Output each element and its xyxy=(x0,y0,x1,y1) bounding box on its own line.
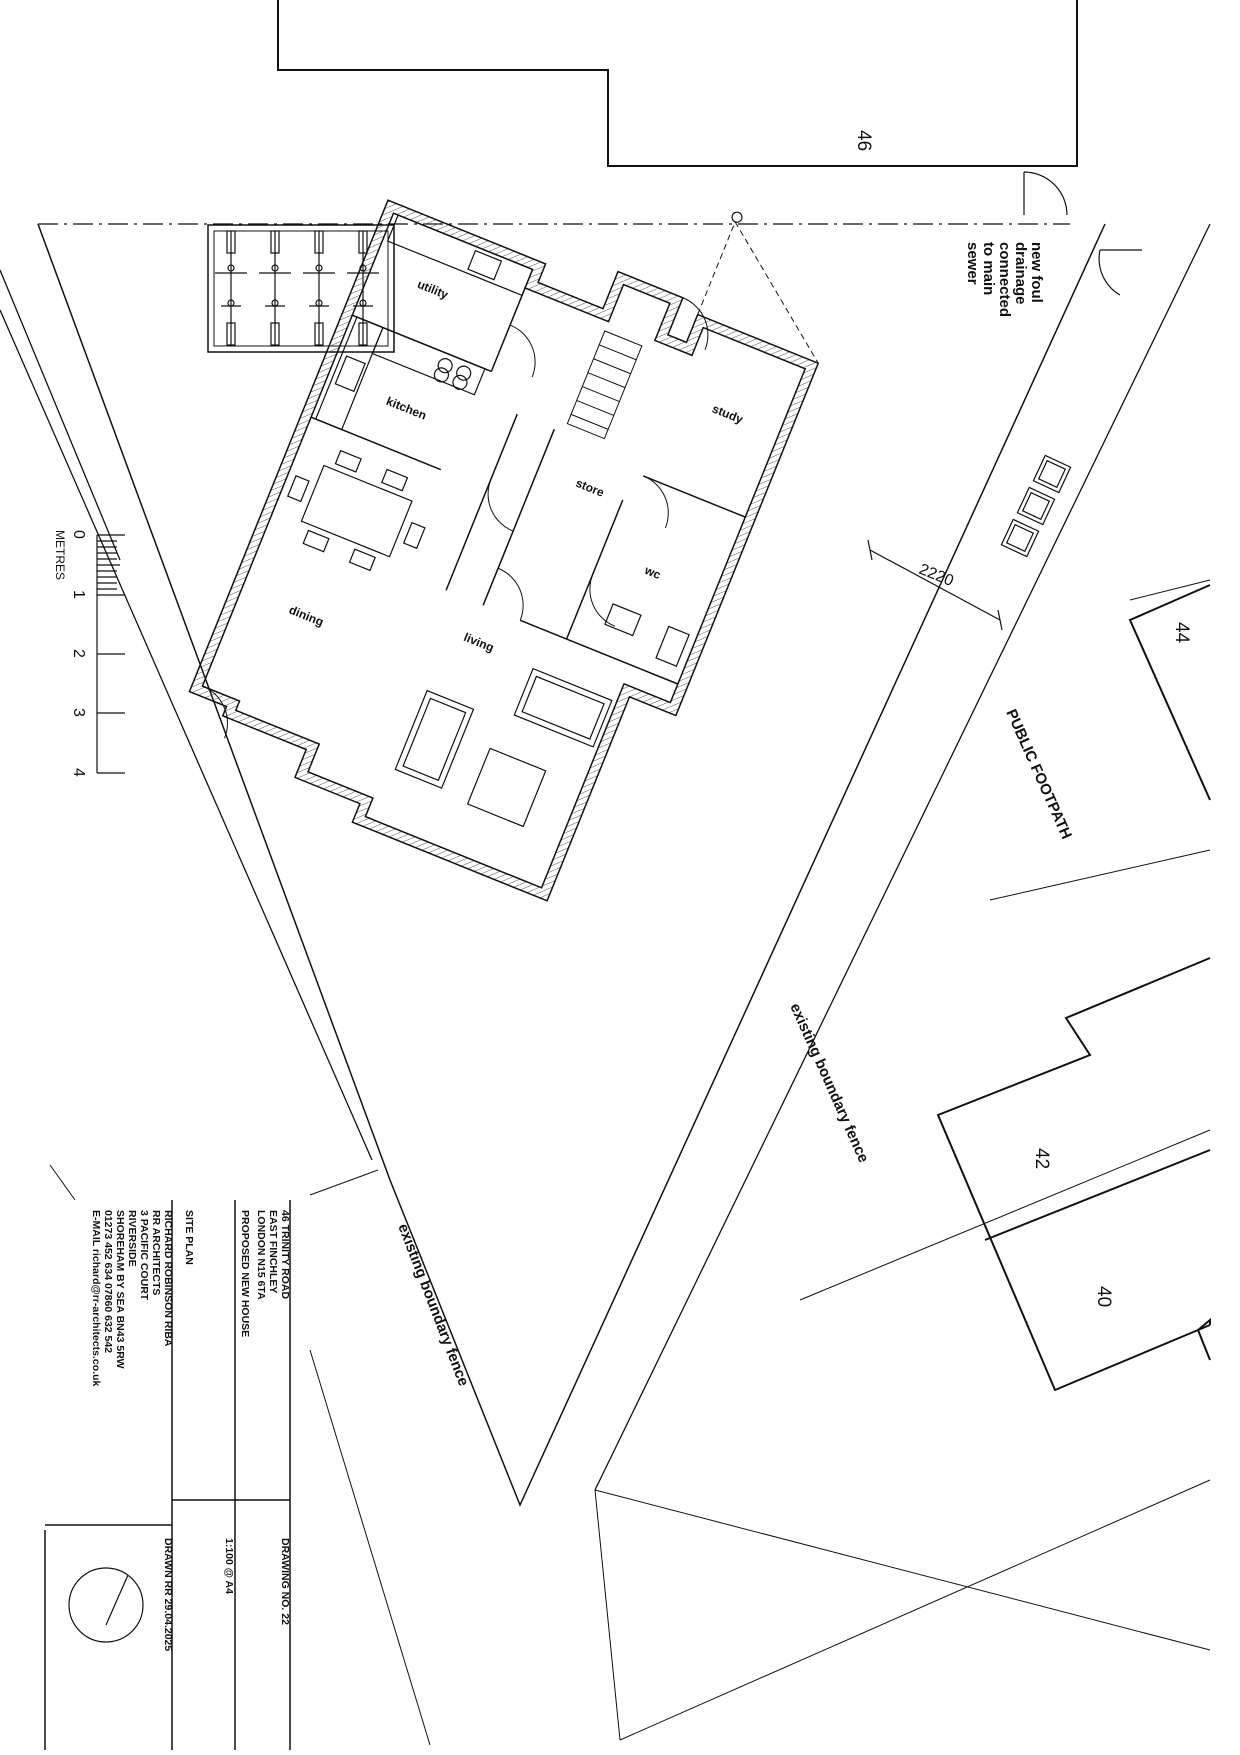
svg-text:EAST FINCHLEY: EAST FINCHLEY xyxy=(267,1210,279,1293)
footpath-edge xyxy=(0,223,1211,1491)
bike-store xyxy=(207,224,395,353)
svg-text:01273 452 634 07860 632 542: 01273 452 634 07860 632 542 xyxy=(102,1210,114,1353)
room-label-living: living xyxy=(462,630,496,655)
scale-tick-label: 3 xyxy=(70,708,87,717)
bin-icon xyxy=(1000,454,1072,558)
title-drawing-info: DRAWING NO. 22 1:100 @ A4 DRAWN RR 29.04… xyxy=(162,1538,291,1651)
title-architect: RICHARD ROBINSON RIBA RR ARCHITECTS 3 PA… xyxy=(90,1210,174,1387)
svg-text:E-MAIL richard@rr-architects.c: E-MAIL richard@rr-architects.co.uk xyxy=(90,1210,102,1387)
room-label-utility: utility xyxy=(415,277,450,302)
svg-text:DRAWING NO. 22: DRAWING NO. 22 xyxy=(279,1538,291,1625)
svg-text:to main: to main xyxy=(980,242,997,295)
svg-text:SITE PLAN: SITE PLAN xyxy=(183,1210,195,1265)
proposed-house-plan: utility study kitchen store wc dining li… xyxy=(188,199,820,902)
title-block-lines xyxy=(44,1200,291,1750)
svg-text:1:100 @ A4: 1:100 @ A4 xyxy=(223,1538,235,1594)
house-42-number: 42 xyxy=(1031,1148,1052,1169)
dimension-line xyxy=(867,539,1003,631)
house-46-outline xyxy=(277,0,1078,167)
context-lines xyxy=(49,579,1211,1746)
room-label-study: study xyxy=(710,402,745,427)
svg-text:RICHARD ROBINSON RIBA: RICHARD ROBINSON RIBA xyxy=(162,1210,174,1347)
site-boundary xyxy=(37,223,1106,1507)
room-label-wc: wc xyxy=(642,563,663,582)
room-label-dining: dining xyxy=(287,603,326,629)
footpath-label: PUBLIC FOOTPATH xyxy=(1002,707,1075,842)
fence-label-right: existing boundary fence xyxy=(786,1001,872,1166)
svg-text:new foul: new foul xyxy=(1028,242,1045,303)
door-swing-46 xyxy=(1023,171,1142,296)
scale-tick-label: 0 xyxy=(70,530,87,539)
svg-text:46 TRINITY ROAD: 46 TRINITY ROAD xyxy=(279,1210,291,1299)
north-arrow-icon xyxy=(68,1567,144,1643)
room-label-store: store xyxy=(574,476,607,500)
svg-text:RR ARCHITECTS: RR ARCHITECTS xyxy=(150,1210,162,1295)
room-label-kitchen: kitchen xyxy=(384,394,428,423)
svg-text:DRAWN RR 29.04.2025: DRAWN RR 29.04.2025 xyxy=(162,1538,174,1651)
svg-text:RIVERSIDE: RIVERSIDE xyxy=(126,1210,138,1267)
svg-text:3 PACIFIC COURT: 3 PACIFIC COURT xyxy=(138,1210,150,1301)
fence-label-left: existing boundary fence xyxy=(394,1221,472,1388)
svg-text:connected: connected xyxy=(996,242,1013,317)
house-44-number: 44 xyxy=(1171,622,1192,644)
house-46-number: 46 xyxy=(853,130,874,151)
scale-tick-label: 4 xyxy=(70,768,87,777)
svg-text:LONDON N15 6TA: LONDON N15 6TA xyxy=(255,1210,267,1300)
svg-text:sewer: sewer xyxy=(964,242,981,285)
scale-tick-label: 1 xyxy=(70,590,87,599)
svg-text:drainage: drainage xyxy=(1012,242,1029,305)
house-44-outline xyxy=(1128,584,1211,801)
title-address: 46 TRINITY ROAD EAST FINCHLEY LONDON N15… xyxy=(183,1210,291,1337)
svg-text:PROPOSED NEW HOUSE: PROPOSED NEW HOUSE xyxy=(239,1210,251,1337)
house-40-number: 40 xyxy=(1093,1286,1114,1307)
house-42-40-outline xyxy=(936,957,1211,1392)
drainage-note: new foul drainage connected to main sewe… xyxy=(964,242,1045,317)
svg-text:SHOREHAM BY SEA BN43 5RW: SHOREHAM BY SEA BN43 5RW xyxy=(114,1210,126,1369)
scale-tick-label: 2 xyxy=(70,649,87,658)
scale-unit-label: METRES xyxy=(53,530,67,580)
scale-bar xyxy=(96,534,125,774)
